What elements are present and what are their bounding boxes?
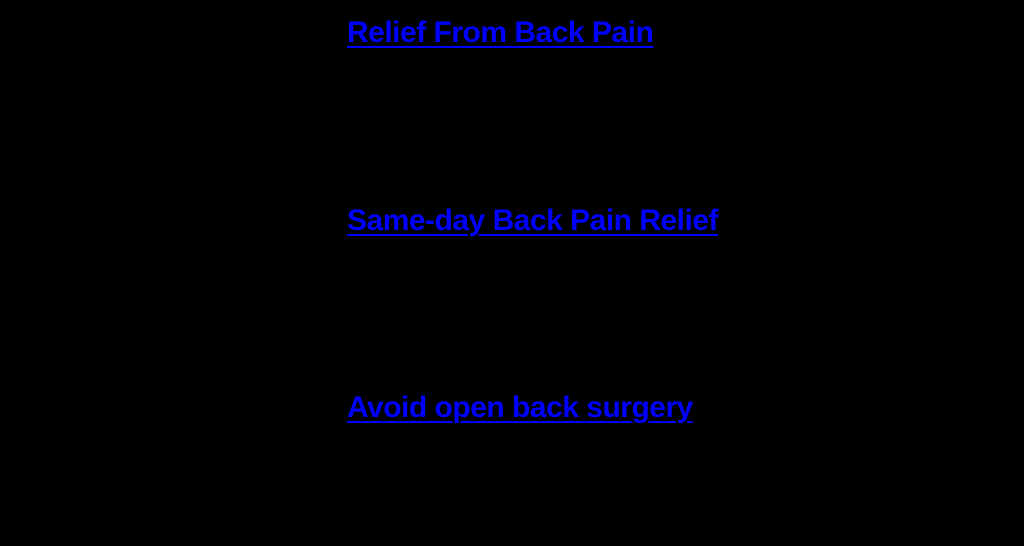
link-relief-from-back-pain[interactable]: Relief From Back Pain: [347, 16, 654, 49]
link-same-day-back-pain-relief[interactable]: Same-day Back Pain Relief: [347, 204, 719, 237]
link-avoid-open-back-surgery[interactable]: Avoid open back surgery: [347, 391, 693, 424]
